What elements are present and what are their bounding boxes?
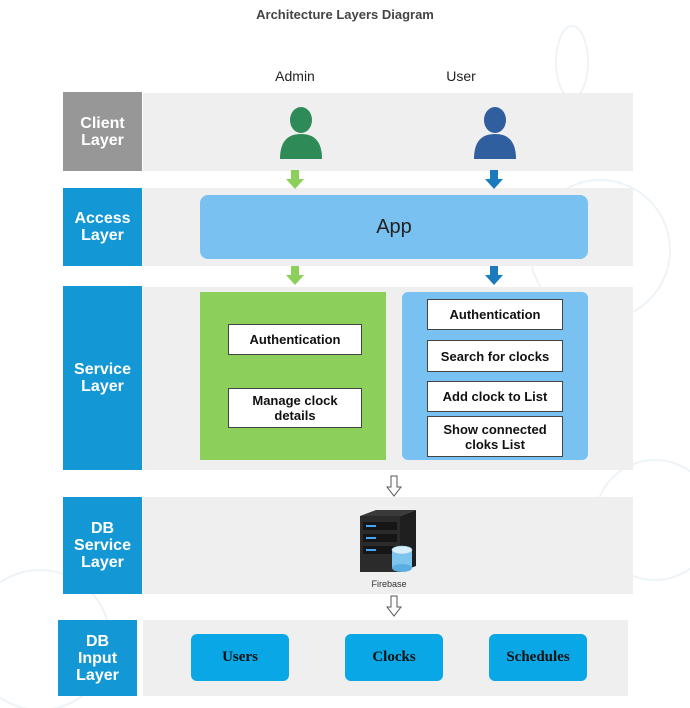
admin-user-icon [280,107,322,159]
service-layer-label: Service Layer [63,286,142,470]
access-layer-label: Access Layer [63,188,142,266]
schedules-collection-box: Schedules [489,634,587,681]
users-collection-box: Users [191,634,289,681]
admin-label: Admin [275,68,315,84]
hollow-arrow-down-icon [386,475,402,497]
firebase-label: Firebase [371,579,407,589]
admin-authentication-box: Authentication [228,324,362,355]
db-service-layer-label: DB Service Layer [63,497,142,594]
user-label: User [446,68,476,84]
app-box: App [200,195,588,259]
add-clock-box: Add clock to List [427,381,563,412]
show-connected-clocks-box: Show connected cloks List [427,416,563,457]
user-arrow-down-icon [485,170,503,189]
manage-clock-details-box: Manage clock details [228,388,362,428]
client-layer-row [143,93,633,171]
user-authentication-box: Authentication [427,299,563,330]
search-clocks-box: Search for clocks [427,340,563,372]
admin-arrow-down-icon [286,170,304,189]
hollow-arrow-down-icon [386,595,402,617]
user-icon [474,107,516,159]
clocks-collection-box: Clocks [345,634,443,681]
admin-services-panel [200,292,386,460]
admin-arrow-down-icon [286,266,304,285]
client-layer-label: Client Layer [63,92,142,171]
db-input-layer-label: DB Input Layer [58,620,137,696]
user-arrow-down-icon [485,266,503,285]
diagram-title: Architecture Layers Diagram [256,7,434,22]
server-database-icon [360,510,416,572]
